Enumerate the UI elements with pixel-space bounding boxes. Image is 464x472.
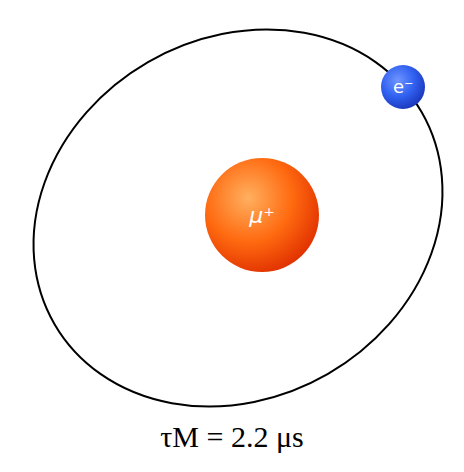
sphere-fill (205, 158, 319, 272)
muon-nucleus: μ⁺ (205, 158, 319, 272)
particle-label: μ⁺ (249, 203, 275, 228)
electron-particle: e⁻ (381, 65, 425, 109)
particle-label: e⁻ (393, 76, 414, 97)
sphere-fill (381, 65, 425, 109)
lifetime-caption: τM = 2.2 μs (0, 420, 464, 454)
